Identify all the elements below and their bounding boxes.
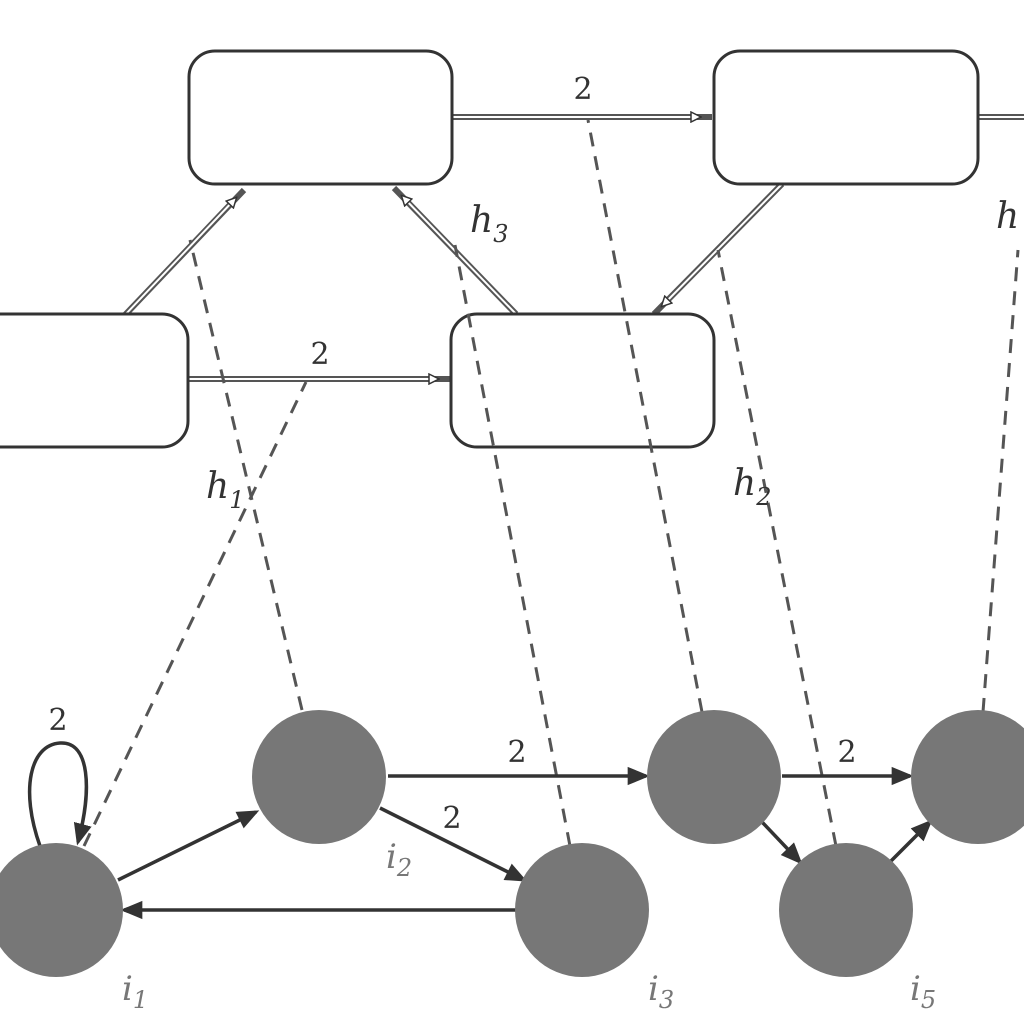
- box-middle-right: [449, 312, 716, 449]
- edge-topright-to-midright: [651, 181, 785, 317]
- edge-i1-to-i2: [117, 810, 260, 882]
- label-node-i3: i3: [648, 969, 674, 1014]
- edge-i2-to-i3: [379, 806, 528, 882]
- edge-i1-self-loop: [27, 741, 92, 847]
- label-h3: h3: [470, 200, 508, 248]
- node-i3: [515, 843, 649, 977]
- label-self-loop-weight: 2: [48, 703, 67, 738]
- upper-boxes: [0, 49, 980, 449]
- label-node-i5: i5: [910, 969, 936, 1014]
- box-top-right: [712, 49, 980, 186]
- dashed-i4-to-edge: [586, 119, 704, 713]
- dashed-i5-to-topright: [716, 249, 838, 847]
- label-middle-edge-weight: 2: [310, 337, 329, 372]
- label-h2: h2: [733, 463, 771, 511]
- label-h1: h1: [206, 466, 244, 514]
- label-i2-i4-weight: 2: [507, 735, 526, 770]
- upper-edges: [121, 117, 1024, 379]
- node-i1: [0, 843, 123, 977]
- dashed-i3-to-edge: [453, 244, 572, 847]
- label-i2-i3-weight: 2: [442, 801, 461, 836]
- node-i6: [911, 710, 1024, 844]
- node-i2: [252, 710, 386, 844]
- dashed-i2-to-topleft: [188, 239, 304, 711]
- node-i5: [779, 843, 913, 977]
- box-top-left: [187, 49, 454, 186]
- dashed-i6-to-offpage: [981, 249, 1020, 713]
- edge-i4-to-i5: [760, 820, 803, 865]
- edge-midleft-to-topleft: [121, 187, 247, 319]
- dashed-i1-to-edge: [82, 381, 308, 847]
- label-node-i1: i1: [122, 969, 148, 1014]
- label-node-i2: i2: [386, 837, 412, 882]
- label-i4-i6-weight: 2: [837, 735, 856, 770]
- label-top-edge-weight: 2: [573, 72, 592, 107]
- homomorphism-lines: [82, 119, 1020, 847]
- box-middle-left: [0, 312, 190, 449]
- lower-nodes: [0, 710, 1024, 977]
- edge-i5-to-i6: [888, 819, 933, 864]
- label-h4-partial: h: [996, 196, 1019, 237]
- lower-edges: [27, 741, 933, 920]
- node-i4: [647, 710, 781, 844]
